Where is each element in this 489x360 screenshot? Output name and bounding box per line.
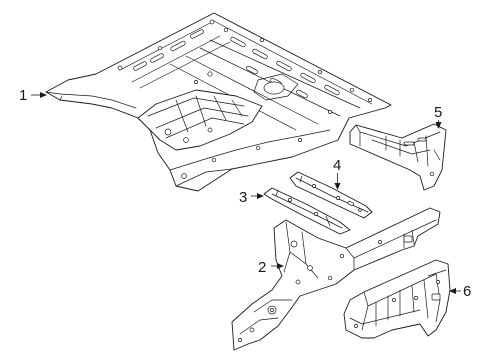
rear-crossmember-part[interactable] (349, 123, 447, 191)
callout-1-arrow (40, 92, 47, 98)
callout-3: 3 (239, 189, 264, 206)
callout-6-label: 6 (463, 283, 471, 300)
callout-5-arrow (435, 122, 442, 129)
frame-rail-part[interactable] (231, 207, 441, 351)
callout-3-label: 3 (239, 189, 247, 206)
callout-3-arrow (257, 193, 264, 199)
callout-2: 2 (258, 259, 284, 276)
callout-6: 6 (449, 283, 471, 300)
callout-5-label: 5 (434, 104, 442, 121)
callout-4: 4 (333, 157, 341, 190)
rear-frame-extension-part[interactable] (343, 259, 451, 339)
seat-crossmember-part[interactable] (289, 171, 373, 219)
floor-pan-part[interactable] (45, 12, 392, 192)
callout-1-label: 1 (19, 87, 27, 104)
callout-6-arrow (449, 288, 456, 294)
floor-crossmember-part[interactable] (263, 187, 351, 235)
callout-4-arrow (334, 183, 341, 190)
callout-2-label: 2 (258, 259, 266, 276)
callout-4-label: 4 (333, 157, 341, 174)
callout-2-arrow (277, 263, 284, 269)
callout-5: 5 (434, 104, 442, 129)
callout-1: 1 (19, 87, 47, 104)
